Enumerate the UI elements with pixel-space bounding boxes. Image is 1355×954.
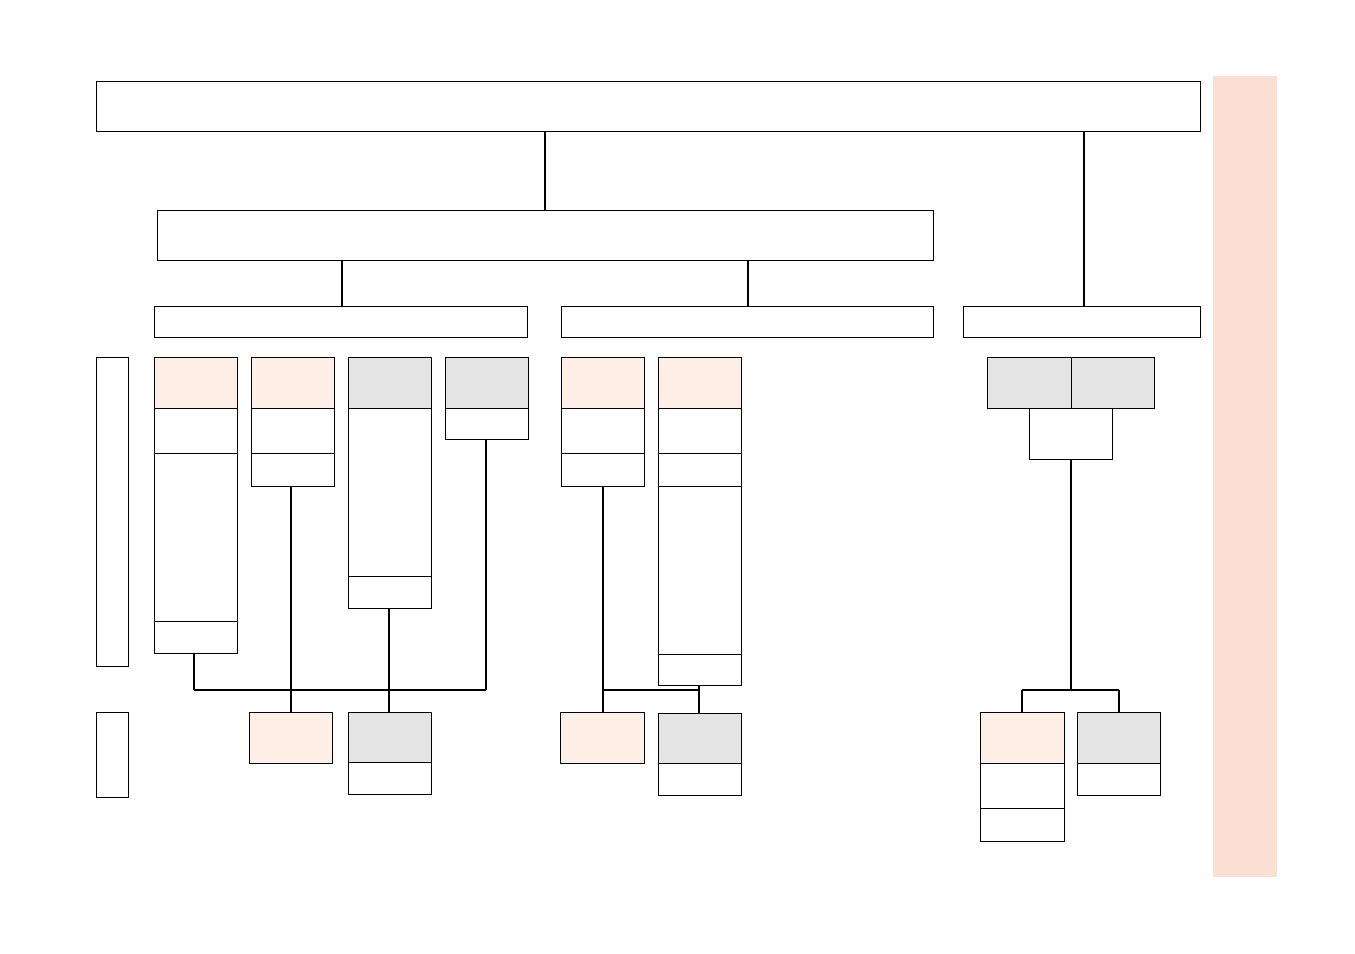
g3-grey-box-right <box>1071 357 1155 409</box>
g1-col3-row1 <box>348 408 432 577</box>
g1-col2-header <box>251 357 335 409</box>
g1-col2-row2 <box>251 453 335 487</box>
g1-result-grey-row <box>348 762 432 795</box>
g3-result-grey-row <box>1077 763 1161 796</box>
g2-col2-header <box>658 357 742 409</box>
g1-col3-header <box>348 357 432 409</box>
g2-col1-row2 <box>561 453 645 487</box>
left-side-box-lower <box>96 712 129 798</box>
group-bar-left <box>154 306 528 338</box>
left-side-box-upper <box>96 357 129 667</box>
g3-result-peach-row2 <box>980 808 1065 842</box>
g1-col1-row1 <box>154 408 238 454</box>
second-level-box <box>157 210 934 261</box>
top-box <box>96 81 1201 132</box>
g2-col2-row4 <box>658 654 742 686</box>
g2-col2-row2 <box>658 453 742 487</box>
g1-col2-row1 <box>251 408 335 454</box>
g1-col1-row3 <box>154 621 238 654</box>
g1-col4-row1 <box>445 408 529 440</box>
g2-result-grey-row <box>658 763 742 796</box>
g1-col4-header <box>445 357 529 409</box>
g2-result-peach <box>560 712 645 764</box>
g3-result-peach-header <box>980 712 1065 764</box>
g3-result-grey-header <box>1077 712 1161 764</box>
g2-result-grey-header <box>658 713 742 764</box>
g1-col1-header <box>154 357 238 409</box>
g1-col3-row2 <box>348 576 432 609</box>
g1-result-peach <box>249 712 333 764</box>
group-bar-middle <box>561 306 934 338</box>
group-bar-right <box>963 306 1201 338</box>
side-band <box>1213 76 1277 877</box>
g2-col2-row3 <box>658 486 742 655</box>
g3-merge-box <box>1029 408 1113 460</box>
